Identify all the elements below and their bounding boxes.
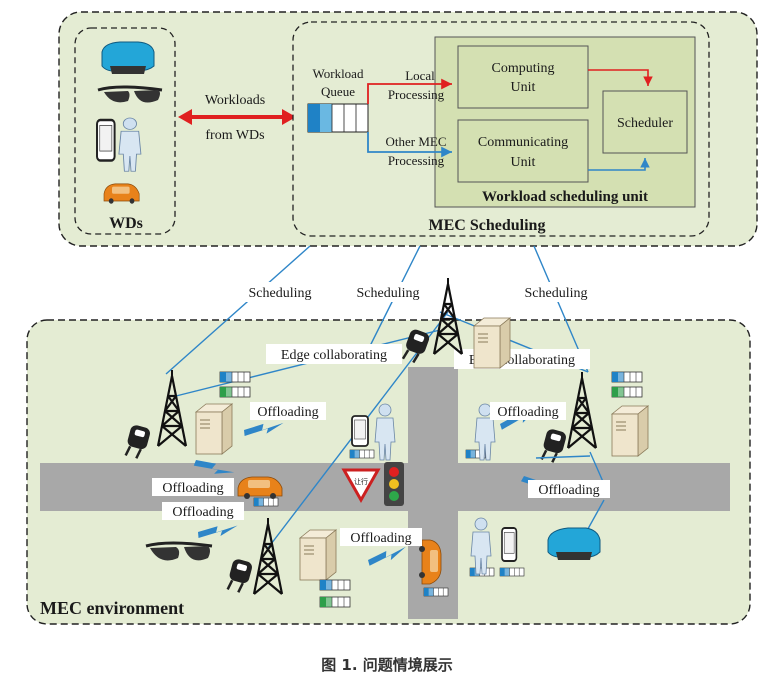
svg-text:Scheduling: Scheduling: [525, 286, 588, 301]
communicating-to-scheduler-arrow: [588, 158, 650, 171]
server-icon-right: [611, 405, 649, 457]
other-mec-processing-arrow: [367, 132, 452, 158]
svg-text:Edge collaborating: Edge collaborating: [281, 348, 387, 363]
queue-left-blue: [219, 371, 251, 383]
smart-glasses-icon: [97, 85, 163, 103]
workloads-arrow: [178, 109, 296, 125]
car-icon-road: [237, 476, 283, 500]
queue-label-line1: Workload: [313, 66, 364, 81]
svg-text:Offloading: Offloading: [497, 405, 558, 420]
offloading-label-3: Offloading: [152, 478, 234, 496]
local-processing-line2: Processing: [388, 87, 445, 102]
car-icon: [103, 183, 140, 205]
scheduler-box: [602, 90, 688, 154]
communicating-unit-line2: Unit: [511, 155, 536, 170]
queue-car-left: [253, 497, 279, 507]
queue-phone-center: [349, 449, 375, 459]
server-icon-bottom: [299, 529, 337, 581]
traffic-light-icon: [384, 462, 404, 506]
offloading-label-6: Offloading: [340, 528, 422, 546]
queue-bottom-blue: [319, 579, 351, 591]
mec-scheduling-label: MEC Scheduling: [429, 217, 546, 234]
queue-left-green: [219, 386, 251, 398]
figure-caption: 图 1. 问题情境展示: [321, 656, 453, 674]
smart-glasses-icon-env: [145, 541, 213, 561]
workloads-label-line1: Workloads: [205, 93, 265, 108]
other-mec-line1: Other MEC: [385, 134, 446, 149]
offloading-label-1: Offloading: [250, 402, 326, 420]
offloading-label-2: Offloading: [490, 402, 566, 420]
computing-unit-box: [457, 45, 589, 109]
workload-queue: [307, 103, 369, 133]
scheduling-label-3: Scheduling: [514, 282, 598, 302]
computing-to-scheduler-arrow: [588, 69, 653, 86]
car-icon-vertical: [418, 539, 442, 585]
edge-collaborating-label-1: Edge collaborating: [266, 344, 402, 364]
queue-right-blue: [611, 371, 643, 383]
queue-label-line2: Queue: [321, 84, 355, 99]
wds-label: WDs: [109, 215, 143, 232]
computing-unit-line2: Unit: [511, 80, 536, 95]
vr-headset-icon-env: [547, 527, 601, 560]
svg-text:Offloading: Offloading: [172, 505, 233, 520]
phone-icon: [95, 118, 116, 162]
queue-phone-bottom: [499, 567, 525, 577]
vr-headset-icon: [101, 41, 155, 74]
phone-icon-center: [351, 415, 369, 447]
svg-text:Offloading: Offloading: [350, 531, 411, 546]
svg-text:Offloading: Offloading: [538, 483, 599, 498]
mec-environment-label: MEC environment: [40, 598, 184, 618]
workloads-label-line2: from WDs: [205, 128, 264, 143]
phone-icon-bottom: [501, 527, 518, 562]
queue-car-right: [423, 587, 449, 597]
svg-text:Scheduling: Scheduling: [249, 286, 312, 301]
communicating-unit-box: [457, 119, 589, 183]
scheduling-label-1: Scheduling: [238, 282, 322, 302]
offloading-label-4: Offloading: [162, 502, 244, 520]
local-processing-line1: Local: [405, 68, 435, 83]
yield-sign-icon: 让行: [341, 468, 381, 504]
computing-unit-line1: Computing: [491, 61, 554, 76]
queue-right-green: [611, 386, 643, 398]
svg-text:Offloading: Offloading: [257, 405, 318, 420]
svg-text:Scheduling: Scheduling: [357, 286, 420, 301]
svg-text:让行: 让行: [354, 477, 368, 486]
svg-text:Offloading: Offloading: [162, 481, 223, 496]
workload-unit-label: Workload scheduling unit: [482, 189, 648, 205]
communicating-unit-line1: Communicating: [478, 135, 568, 150]
server-icon-center: [473, 317, 511, 369]
queue-bottom-green: [319, 596, 351, 608]
scheduler-label: Scheduler: [617, 116, 673, 131]
other-mec-line2: Processing: [388, 153, 445, 168]
scheduling-label-2: Scheduling: [346, 282, 430, 302]
local-processing-arrow: [367, 78, 452, 104]
offloading-label-5: Offloading: [528, 480, 610, 498]
server-icon-left: [195, 403, 233, 455]
